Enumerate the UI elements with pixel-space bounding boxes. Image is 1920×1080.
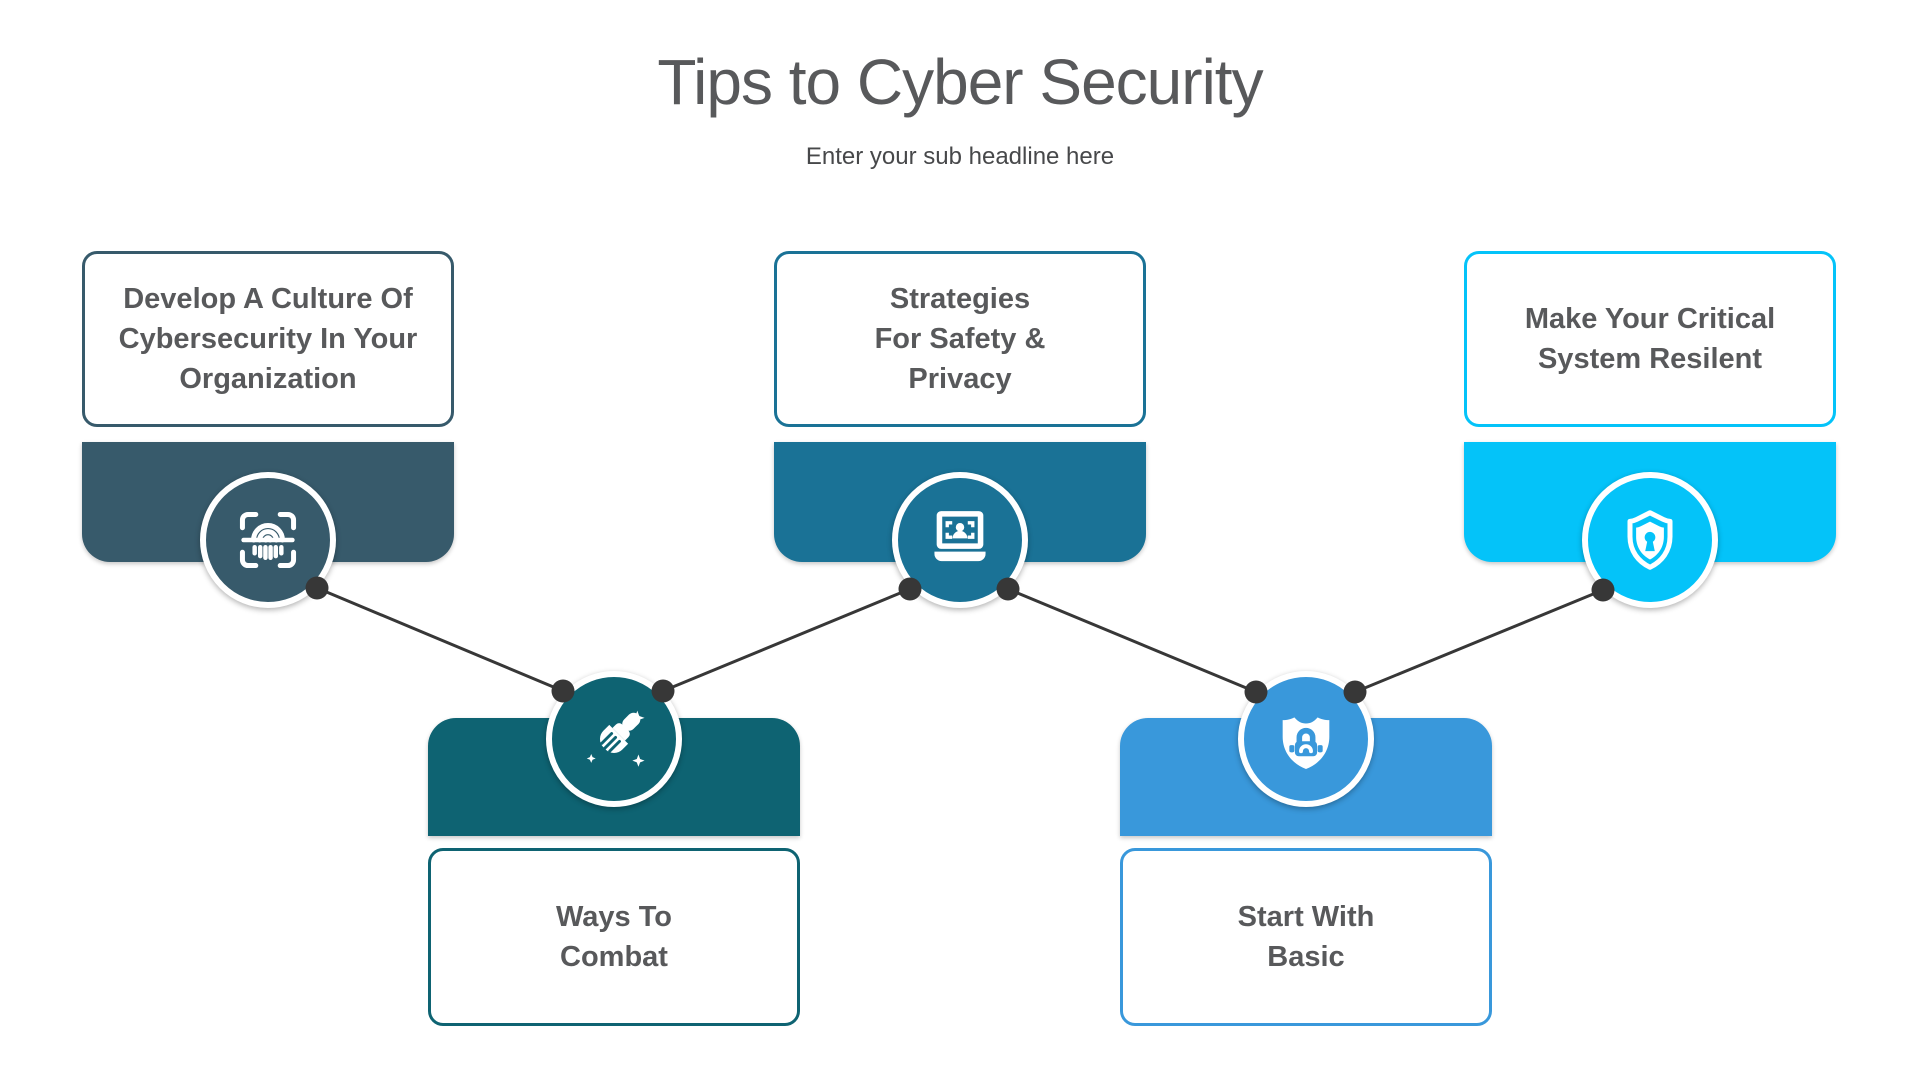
card-title-box: Develop A Culture Of Cybersecurity In Yo… xyxy=(82,251,454,427)
page-title: Tips to Cyber Security xyxy=(657,46,1263,118)
card-ways-to-combat: Ways To Combat xyxy=(428,0,800,1080)
card-icon-circle xyxy=(1238,671,1374,807)
card-develop-culture: Develop A Culture Of Cybersecurity In Yo… xyxy=(82,0,454,1080)
card-title-box: Ways To Combat xyxy=(428,848,800,1026)
card-icon-circle xyxy=(1582,472,1718,608)
card-icon-circle xyxy=(892,472,1028,608)
card-title-text: Develop A Culture Of Cybersecurity In Yo… xyxy=(118,283,418,395)
shield-padlock-icon xyxy=(1282,717,1330,769)
laptop-privacy-icon xyxy=(934,511,986,562)
card-title-box: Strategies For Safety & Privacy xyxy=(774,251,1146,427)
fingerprint-scan-icon xyxy=(239,511,297,569)
card-title-box: Start With Basic xyxy=(1120,848,1492,1026)
clean-brush-icon xyxy=(586,710,645,767)
page-subtitle: Enter your sub headline here xyxy=(805,143,1115,170)
card-icon-circle xyxy=(200,472,336,608)
card-start-with-basic: Start With Basic xyxy=(1120,0,1492,1080)
card-title-box: Make Your Critical System Resilent xyxy=(1464,251,1836,427)
card-title-text: Start With Basic xyxy=(1237,901,1375,973)
shield-keyhole-icon xyxy=(1627,510,1673,570)
card-icon-circle xyxy=(546,671,682,807)
card-title-text: Ways To Combat xyxy=(555,901,672,973)
card-critical-system-resilent: Make Your Critical System Resilent xyxy=(1464,0,1836,1080)
card-title-text: Strategies For Safety & Privacy xyxy=(874,283,1046,395)
card-strategies-safety-privacy: Strategies For Safety & Privacy xyxy=(774,0,1146,1080)
card-title-text: Make Your Critical System Resilent xyxy=(1524,303,1776,375)
